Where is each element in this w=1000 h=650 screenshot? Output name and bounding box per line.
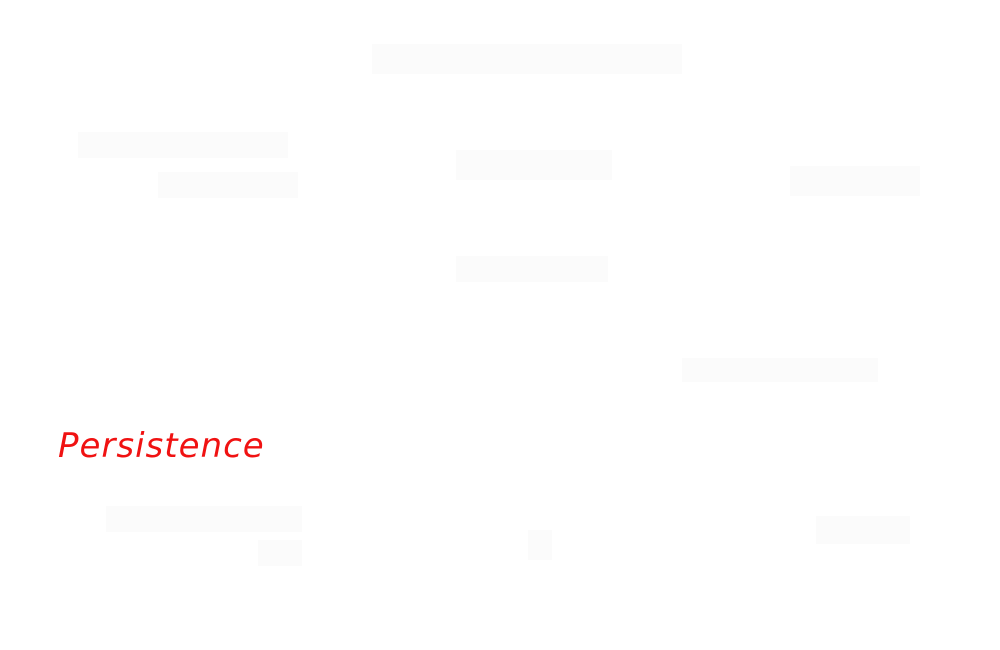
faint-mark-middle-right (682, 358, 878, 382)
faint-mark-upper-right (790, 166, 920, 196)
faint-mark-top (372, 44, 682, 74)
faint-mark-upper-left-2 (158, 172, 298, 198)
faint-mark-upper-left-1 (78, 132, 288, 158)
faint-mark-lower-left-2 (258, 540, 302, 566)
faint-mark-lower-right (816, 516, 910, 544)
faint-mark-upper-center (456, 150, 612, 180)
persistence-label: Persistence (58, 426, 265, 466)
faint-mark-lower-left-1 (106, 506, 302, 532)
faint-mark-middle-center (456, 256, 608, 282)
faint-mark-lower-center (528, 530, 552, 560)
